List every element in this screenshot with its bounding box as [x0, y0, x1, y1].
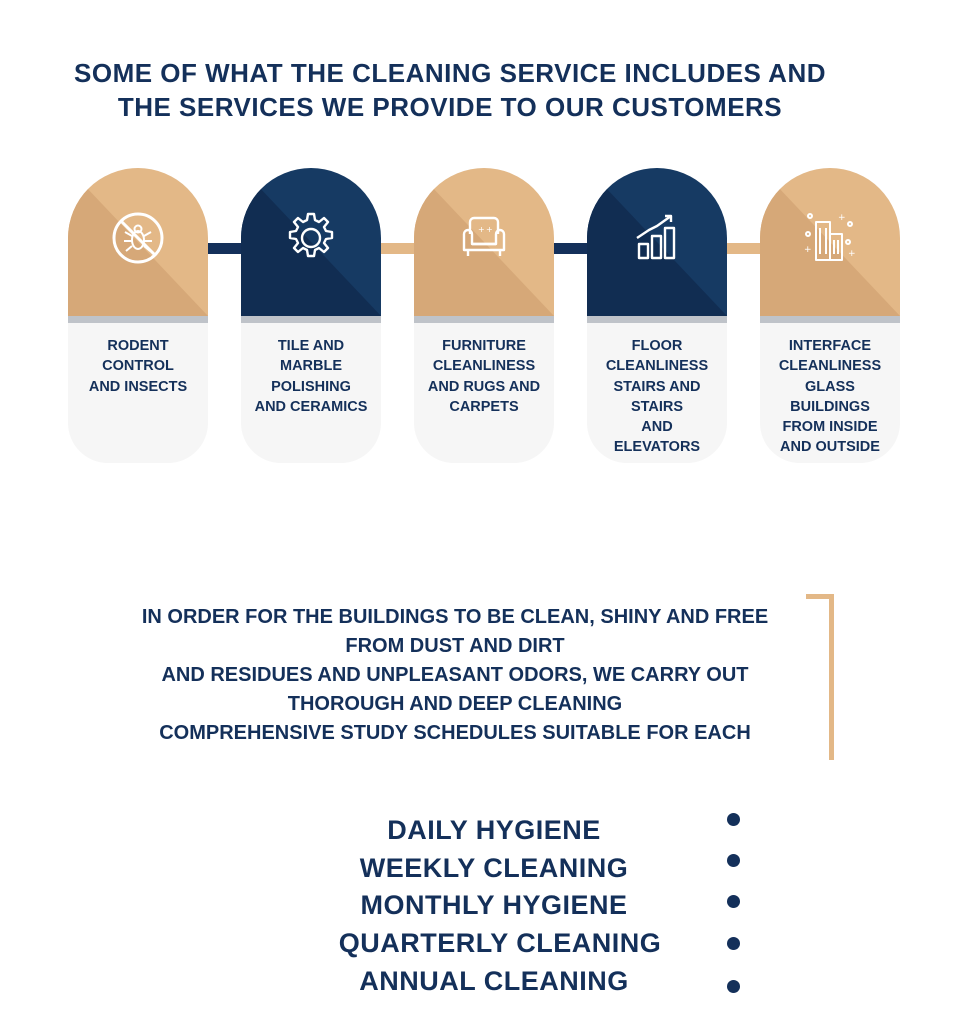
service-label-line: ELEVATORS — [613, 439, 701, 456]
card-icon-panel — [241, 168, 381, 316]
service-label: FURNITURE CLEANLINESS AND RUGS AND CARPE… — [414, 336, 554, 417]
headline-line-1: SOME OF WHAT THE CLEANING SERVICE INCLUD… — [74, 58, 826, 88]
connector-4 — [725, 243, 763, 254]
service-label-line: MARBLE — [279, 358, 343, 375]
sparkling-buildings-icon: + + + — [804, 213, 856, 261]
service-card-interface: + + + INTERFACE CLEANLINESS GLASS BUILDI… — [760, 168, 900, 463]
card-icon-panel: + + — [414, 168, 554, 316]
connector-3 — [552, 243, 590, 254]
service-label-line: CLEANLINESS — [432, 358, 536, 375]
description-line: FROM DUST AND DIRT — [345, 635, 565, 657]
service-label: RODENT CONTROL AND INSECTS — [68, 336, 208, 397]
service-label: TILE AND MARBLE POLISHING AND CERAMICS — [241, 336, 381, 417]
svg-text:+: + — [838, 213, 846, 223]
schedule-item-daily: DAILY HYGIENE — [330, 812, 740, 850]
service-card-rodent-control: RODENT CONTROL AND INSECTS — [68, 168, 208, 463]
gear-icon — [288, 212, 334, 258]
schedule-item-label: MONTHLY HYGIENE — [360, 890, 628, 921]
service-card-floor: FLOOR CLEANLINESS STAIRS AND STAIRS AND … — [587, 168, 727, 463]
service-card-tile-marble: TILE AND MARBLE POLISHING AND CERAMICS — [241, 168, 381, 463]
card-icon-panel — [68, 168, 208, 316]
svg-text:+: + — [848, 249, 856, 259]
bullet-dot-icon — [727, 937, 740, 951]
decorative-bracket — [806, 594, 834, 760]
bullet-dot-icon — [727, 895, 740, 909]
service-label-line: FLOOR — [631, 338, 683, 354]
growth-chart-icon — [636, 214, 676, 260]
card-panel-shade — [587, 168, 727, 316]
connector-2 — [379, 243, 417, 254]
service-label-line: RODENT — [107, 338, 169, 354]
service-label-line: GLASS — [805, 378, 855, 395]
service-label-line: AND OUTSIDE — [780, 439, 880, 456]
armchair-icon: + + — [462, 216, 506, 256]
service-label-line: CLEANLINESS — [605, 358, 709, 375]
service-label: FLOOR CLEANLINESS STAIRS AND STAIRS AND … — [587, 336, 727, 458]
card-icon-panel: + + + — [760, 168, 900, 316]
service-label-line: FROM INSIDE — [782, 419, 878, 436]
description-line: AND RESIDUES AND UNPLEASANT ODORS, WE CA… — [161, 664, 749, 686]
bullet-dot-icon — [727, 813, 740, 826]
service-label-line: INTERFACE — [788, 338, 872, 354]
description-line: IN ORDER FOR THE BUILDINGS TO BE CLEAN, … — [141, 606, 769, 628]
service-label-line: FURNITURE — [442, 338, 526, 354]
schedule-item-weekly: WEEKLY CLEANING — [330, 850, 740, 888]
description-line: THOROUGH AND DEEP CLEANING — [287, 693, 623, 715]
service-label-line: AND CERAMICS — [254, 398, 368, 415]
service-label: INTERFACE CLEANLINESS GLASS BUILDINGS FR… — [760, 336, 900, 458]
description-line: COMPREHENSIVE STUDY SCHEDULES SUITABLE F… — [159, 722, 751, 744]
service-label-line: AND — [641, 419, 673, 436]
headline-line-2: THE SERVICES WE PROVIDE TO OUR CUSTOMERS — [117, 92, 783, 122]
service-label-line: STAIRS AND — [613, 378, 701, 395]
schedule-item-label: WEEKLY CLEANING — [359, 852, 629, 883]
svg-text:+: + — [486, 225, 493, 234]
service-label-line: STAIRS — [630, 398, 684, 415]
card-panel-shade — [68, 168, 208, 316]
connector-1 — [206, 243, 244, 254]
service-label-line: CARPETS — [449, 398, 519, 415]
service-label-line: BUILDINGS — [790, 398, 870, 415]
service-label-line: AND RUGS AND — [427, 378, 541, 395]
schedule-item-label: DAILY HYGIENE — [387, 815, 601, 845]
schedule-item-label: ANNUAL CLEANING — [359, 965, 629, 996]
cleaning-description: IN ORDER FOR THE BUILDINGS TO BE CLEAN, … — [80, 603, 830, 748]
page-headline: SOME OF WHAT THE CLEANING SERVICE INCLUD… — [0, 56, 900, 124]
card-panel-shade — [414, 168, 554, 316]
bullet-dot-icon — [727, 979, 740, 993]
bullet-dot-icon — [727, 853, 740, 867]
schedule-item-annual: ANNUAL CLEANING — [330, 963, 740, 1001]
card-panel-shade — [241, 168, 381, 316]
service-label-line: AND INSECTS — [88, 378, 188, 395]
svg-text:+: + — [804, 245, 812, 255]
service-label-line: CONTROL — [102, 358, 174, 375]
schedule-item-label: QUARTERLY CLEANING — [338, 928, 662, 959]
svg-text:+: + — [478, 225, 485, 234]
service-label-line: POLISHING — [271, 378, 351, 395]
service-label-line: CLEANLINESS — [778, 358, 882, 375]
bug-prohibited-icon — [112, 212, 164, 264]
schedule-list: DAILY HYGIENE WEEKLY CLEANING MONTHLY HY… — [330, 812, 740, 1000]
schedule-item-monthly: MONTHLY HYGIENE — [330, 887, 740, 925]
card-icon-panel — [587, 168, 727, 316]
service-card-furniture: + + FURNITURE CLEANLINESS AND RUGS AND C… — [414, 168, 554, 463]
service-label-line: TILE AND — [277, 338, 345, 354]
schedule-item-quarterly: QUARTERLY CLEANING — [330, 925, 740, 963]
